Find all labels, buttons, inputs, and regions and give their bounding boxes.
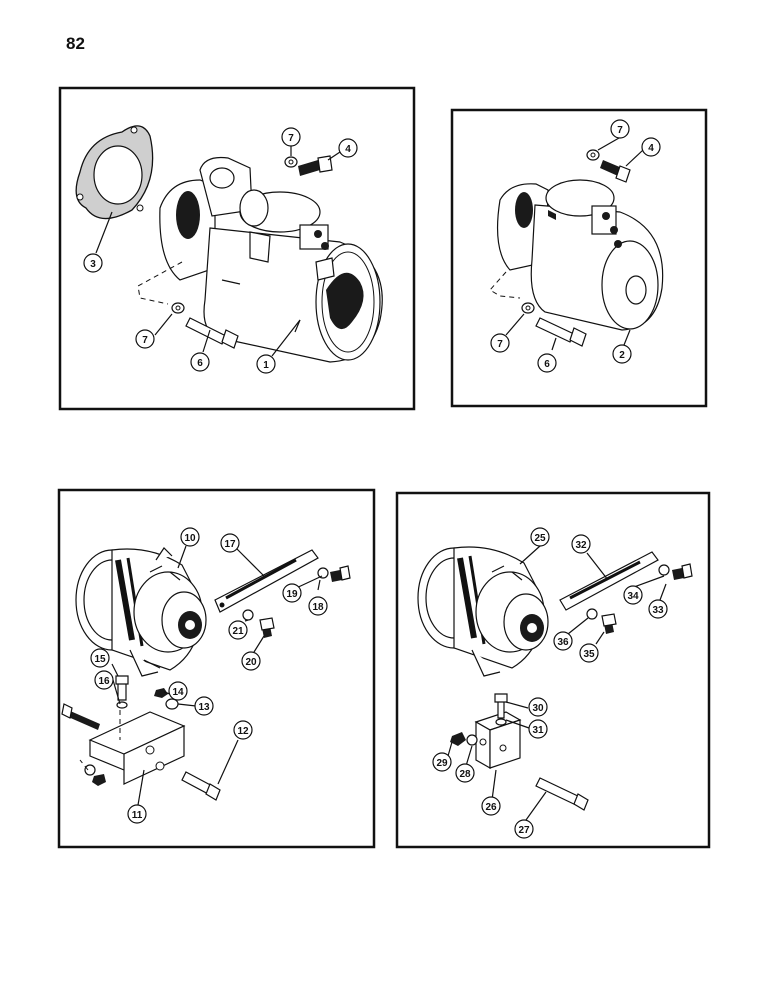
svg-text:21: 21 — [232, 626, 244, 637]
panel-frame — [57, 488, 376, 849]
callout-14: 14 — [168, 681, 188, 701]
panel-frame — [395, 491, 711, 849]
svg-text:20: 20 — [245, 657, 257, 668]
callouts: 7 4 3 7 6 1 7 4 7 6 2 10 17 19 18 21 20 … — [83, 119, 668, 839]
lower-hardware — [171, 302, 239, 349]
callout-12: 12 — [233, 720, 253, 740]
panel-frame — [450, 108, 708, 408]
callout-17: 17 — [220, 533, 240, 553]
svg-text:29: 29 — [436, 758, 448, 769]
svg-text:7: 7 — [288, 133, 294, 144]
callout-6: 6 — [537, 353, 557, 373]
svg-text:34: 34 — [627, 591, 639, 602]
callout-20: 20 — [241, 651, 261, 671]
svg-text:11: 11 — [132, 810, 143, 821]
callout-18: 18 — [308, 596, 328, 616]
mounting-bracket-drawing — [450, 693, 589, 811]
panel-alternator-b — [395, 491, 711, 849]
alternator-drawing — [417, 546, 549, 677]
callout-35: 35 — [579, 643, 599, 663]
lower-hardware — [521, 302, 587, 347]
svg-text:4: 4 — [648, 143, 654, 154]
strap-hardware — [586, 563, 693, 634]
panel-starter-b — [450, 108, 708, 408]
svg-text:7: 7 — [497, 339, 503, 350]
starter-motor-drawing — [496, 179, 664, 331]
alternator-drawing — [75, 547, 207, 677]
strap-hardware — [242, 565, 351, 638]
svg-text:7: 7 — [142, 335, 148, 346]
svg-text:2: 2 — [619, 350, 625, 361]
starter-motor-drawing — [159, 156, 383, 363]
adjusting-strap-drawing — [214, 549, 319, 613]
svg-text:6: 6 — [197, 358, 203, 369]
callout-4: 4 — [641, 137, 661, 157]
svg-text:30: 30 — [532, 703, 544, 714]
svg-text:1: 1 — [263, 360, 269, 371]
panel-alternator-a — [57, 488, 376, 849]
svg-text:35: 35 — [583, 649, 595, 660]
svg-text:15: 15 — [94, 654, 106, 665]
callout-32: 32 — [571, 534, 591, 554]
svg-text:16: 16 — [98, 676, 110, 687]
svg-text:28: 28 — [459, 769, 471, 780]
callout-25: 25 — [530, 527, 550, 547]
svg-text:13: 13 — [198, 702, 210, 713]
callout-13: 13 — [194, 696, 214, 716]
callout-36: 36 — [553, 631, 573, 651]
panel-starter-a — [58, 86, 416, 411]
svg-text:17: 17 — [224, 539, 236, 550]
callout-10: 10 — [180, 527, 200, 547]
callout-3: 3 — [83, 253, 103, 273]
page-number: 82 — [66, 34, 85, 53]
callout-31: 31 — [528, 719, 548, 739]
mounting-bracket-drawing — [61, 675, 221, 801]
svg-text:4: 4 — [345, 144, 351, 155]
dashed-leader — [489, 271, 521, 299]
callout-29: 29 — [432, 752, 452, 772]
dashed-leader — [137, 261, 183, 305]
callout-15: 15 — [90, 648, 110, 668]
callout-16: 16 — [94, 670, 114, 690]
svg-text:31: 31 — [532, 725, 544, 736]
callout-26: 26 — [481, 796, 501, 816]
svg-text:12: 12 — [237, 726, 249, 737]
gasket-drawing — [75, 125, 154, 220]
callout-33: 33 — [648, 599, 668, 619]
svg-text:6: 6 — [544, 359, 550, 370]
callout-19: 19 — [282, 583, 302, 603]
upper-hardware — [586, 149, 631, 183]
callout-2: 2 — [612, 344, 632, 364]
svg-text:10: 10 — [184, 533, 196, 544]
adjusting-strap-drawing — [559, 551, 659, 611]
svg-text:3: 3 — [90, 259, 96, 270]
svg-text:32: 32 — [575, 540, 587, 551]
callout-21: 21 — [228, 620, 248, 640]
svg-text:27: 27 — [518, 825, 530, 836]
callout-7: 7 — [135, 329, 155, 349]
svg-text:33: 33 — [652, 605, 664, 616]
callout-34: 34 — [623, 585, 643, 605]
callout-28: 28 — [455, 763, 475, 783]
svg-text:26: 26 — [485, 802, 497, 813]
callout-11: 11 — [127, 804, 147, 824]
callout-7: 7 — [490, 333, 510, 353]
callout-4: 4 — [338, 138, 358, 158]
svg-text:36: 36 — [557, 637, 569, 648]
upper-hardware — [284, 155, 333, 176]
callout-1: 1 — [256, 354, 276, 374]
callout-6: 6 — [190, 352, 210, 372]
svg-text:14: 14 — [172, 687, 184, 698]
svg-text:25: 25 — [534, 533, 546, 544]
svg-text:19: 19 — [286, 589, 298, 600]
svg-text:18: 18 — [312, 602, 324, 613]
svg-text:7: 7 — [617, 125, 623, 136]
callout-7: 7 — [281, 127, 301, 147]
callout-30: 30 — [528, 697, 548, 717]
callout-7: 7 — [610, 119, 630, 139]
panel-frame — [58, 86, 416, 411]
callout-27: 27 — [514, 819, 534, 839]
